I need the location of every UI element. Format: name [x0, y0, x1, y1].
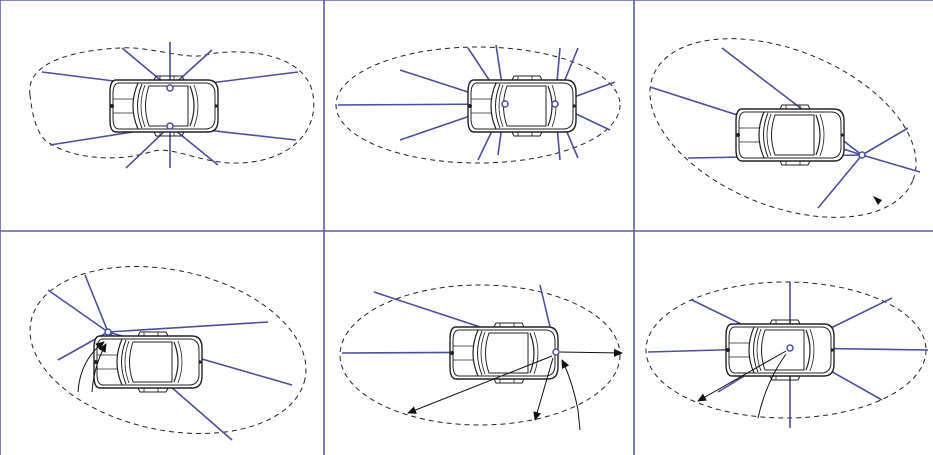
sensor-point — [166, 122, 174, 130]
panel-1 — [29, 42, 315, 169]
car-top-view — [735, 104, 845, 166]
sensor-point — [552, 348, 560, 356]
car-top-view — [449, 322, 559, 384]
panel-4 — [29, 266, 307, 441]
direction-arrow — [407, 355, 553, 414]
direction-arrow — [533, 357, 554, 421]
car-top-view — [467, 75, 577, 137]
coverage-zone — [29, 47, 315, 164]
direction-arrow — [757, 353, 787, 419]
panel-2 — [335, 44, 621, 164]
direction-arrow — [561, 359, 579, 411]
sensor-point — [551, 100, 559, 108]
sensor-point — [786, 344, 794, 352]
sensor-point — [104, 328, 112, 336]
sensor-point — [858, 151, 866, 159]
coverage-zone — [335, 46, 621, 164]
coverage-zone — [29, 266, 307, 434]
direction-arrow — [697, 350, 787, 402]
sensor-point — [166, 84, 174, 92]
panel-3 — [649, 38, 921, 218]
sensor-point — [501, 100, 509, 108]
panel-5 — [339, 284, 623, 431]
car-top-view — [109, 75, 219, 137]
direction-arrow — [91, 343, 107, 393]
direction-arrow — [559, 348, 623, 357]
arrow-tail — [577, 409, 581, 431]
car-top-view — [725, 319, 835, 381]
coverage-zone — [649, 38, 917, 218]
car-top-view — [93, 331, 203, 393]
panel-6 — [645, 281, 929, 428]
arrow-head — [873, 196, 882, 205]
